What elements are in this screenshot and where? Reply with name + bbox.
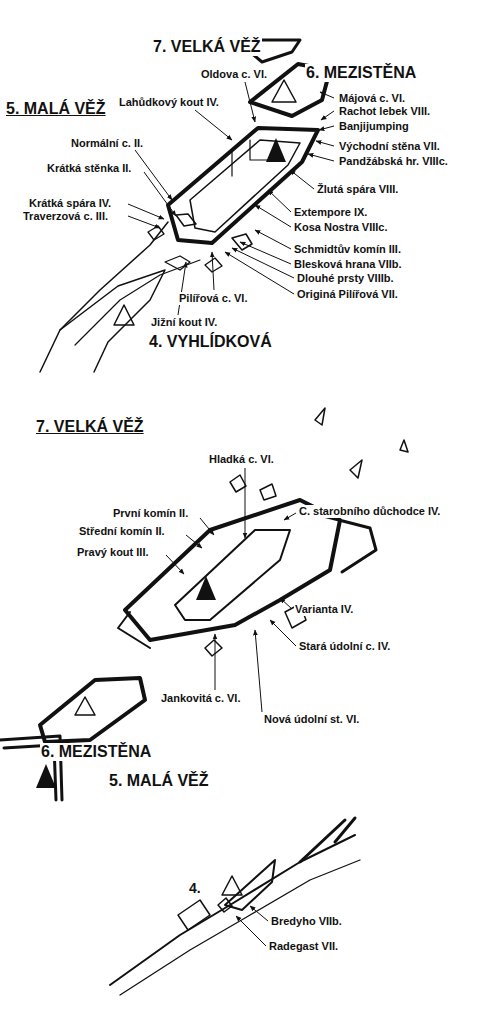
route-label: Nová údolní st. VI. [263, 713, 360, 726]
route-label: Originá Pilířová VII. [296, 288, 399, 301]
route-label: Pravý kout III. [76, 546, 150, 559]
route-label: Varianta IV. [294, 603, 354, 616]
route-label: Lahůdkový kout IV. [118, 96, 220, 109]
route-label: Banjijumping [338, 120, 410, 133]
peak-symbol-open [222, 876, 242, 895]
route-label: Schmidtův komín III. [293, 243, 402, 256]
route-label: První komín II. [112, 507, 189, 520]
route-label: Extempore IX. [293, 206, 368, 219]
peak-symbol-open [272, 80, 296, 102]
peak-symbol-filled [266, 138, 286, 162]
route-label: Traverzová c. III. [22, 210, 109, 223]
route-label: Pilířová c. VI. [178, 292, 248, 305]
route-label: Radegast VII. [268, 940, 339, 953]
route-label: Oldova c. VI. [200, 68, 268, 81]
route-label: Jankovitá c. VI. [160, 692, 241, 705]
route-label: Východní stěna VII. [338, 140, 441, 153]
route-label: C. starobního důchodce IV. [298, 505, 441, 518]
velka-vez-outline [125, 500, 340, 640]
peak-symbol-open [75, 697, 95, 715]
route-label: Krátká spára IV. [28, 197, 112, 210]
section-title: 7. VELKÁ VĚŽ [152, 38, 262, 56]
mala-vez-inner [190, 140, 300, 232]
section-title: 7. VELKÁ VĚŽ [35, 418, 145, 436]
route-label: Dlouhé prsty VIIIb. [296, 272, 395, 285]
section-title: 6. MEZISTĚNA [305, 64, 417, 82]
route-label: Blesková hrana VIIb. [293, 258, 403, 271]
route-label: Žlutá spára VIII. [316, 183, 399, 196]
callout-number: 4. [188, 880, 202, 896]
peak-symbol-filled [36, 764, 56, 788]
route-label: Jižní kout IV. [150, 316, 218, 329]
route-label: Krátká stěnka II. [46, 162, 132, 175]
route-label: Stará údolní c. IV. [298, 640, 391, 653]
section-title: 4. VYHLÍDKOVÁ [148, 333, 273, 351]
route-label: Rachot lebek VIII. [338, 105, 431, 118]
route-label: Normální c. II. [70, 137, 144, 150]
route-label: Střední komín II. [78, 525, 166, 538]
peak-symbol-filled [196, 576, 216, 600]
peak-symbol-open [114, 305, 134, 325]
section-title: 5. MALÁ VĚŽ [108, 772, 210, 790]
route-label: Pandžábská hr. VIIIc. [338, 155, 449, 168]
route-label: Májová c. VI. [338, 92, 406, 105]
vyhlidkova-outline [40, 270, 165, 372]
section-title: 6. MEZISTĚNA [40, 743, 152, 761]
section-title: 5. MALÁ VĚŽ [5, 100, 107, 118]
route-label: Kosa Nostra VIIIc. [293, 221, 389, 234]
route-label: Bredyho VIIb. [270, 915, 343, 928]
route-label: Hladká c. VI. [208, 453, 275, 466]
mezistena-outline [40, 678, 145, 742]
